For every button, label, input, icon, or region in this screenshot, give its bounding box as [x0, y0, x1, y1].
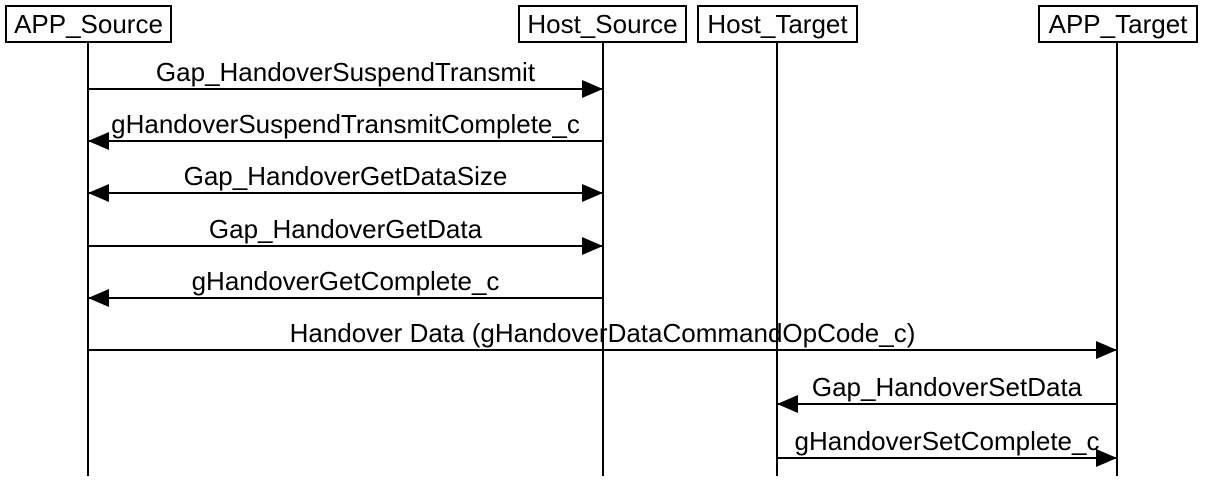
participant-app-source: APP_Source [5, 5, 172, 43]
message-6: Handover Data (gHandoverDataCommandOpCod… [88, 315, 1117, 359]
message-label: Handover Data (gHandoverDataCommandOpCod… [289, 318, 916, 348]
arrowhead-right-icon [582, 237, 603, 255]
message-label: Gap_HandoverSuspendTransmit [155, 57, 536, 87]
message-label: Gap_HandoverGetDataSize [183, 161, 508, 191]
participant-host-target: Host_Target [697, 5, 858, 43]
message-label: gHandoverSuspendTransmitComplete_c [111, 109, 580, 139]
message-line [777, 457, 1117, 459]
message-label: gHandoverGetComplete_c [191, 266, 500, 296]
arrowhead-right-icon [1096, 449, 1117, 467]
arrowhead-right-icon [582, 80, 603, 98]
message-label: Gap_HandoverSetData [811, 372, 1083, 402]
message-line [88, 88, 603, 90]
message-line [88, 297, 603, 299]
arrowhead-left-icon [88, 184, 109, 202]
message-4: Gap_HandoverGetData [88, 211, 603, 255]
arrowhead-right-icon [1096, 341, 1117, 359]
message-line [88, 140, 603, 142]
participant-host-source: Host_Source [518, 5, 687, 43]
participant-label: APP_Target [1048, 8, 1188, 39]
arrowhead-left-icon [777, 395, 798, 413]
arrowhead-left-icon [88, 289, 109, 307]
message-2: gHandoverSuspendTransmitComplete_c [88, 106, 603, 150]
lifeline-app-target [1116, 43, 1118, 476]
lifeline-host-target [776, 43, 778, 476]
message-line [88, 349, 1117, 351]
message-5: gHandoverGetComplete_c [88, 263, 603, 307]
arrowhead-right-icon [582, 184, 603, 202]
lifeline-app-source [87, 43, 89, 476]
participant-label: APP_Source [14, 8, 163, 39]
arrowhead-left-icon [88, 132, 109, 150]
participant-app-target: APP_Target [1038, 5, 1198, 43]
message-line [88, 192, 603, 194]
message-label: Gap_HandoverGetData [208, 214, 483, 244]
message-line [777, 403, 1117, 405]
message-3: Gap_HandoverGetDataSize [88, 158, 603, 202]
message-label: gHandoverSetComplete_c [794, 426, 1100, 456]
message-line [88, 245, 603, 247]
participant-label: Host_Target [707, 8, 848, 39]
lifeline-host-source [602, 43, 604, 476]
message-7: Gap_HandoverSetData [777, 369, 1117, 413]
message-8: gHandoverSetComplete_c [777, 423, 1117, 467]
participant-label: Host_Source [527, 8, 678, 39]
message-1: Gap_HandoverSuspendTransmit [88, 54, 603, 98]
